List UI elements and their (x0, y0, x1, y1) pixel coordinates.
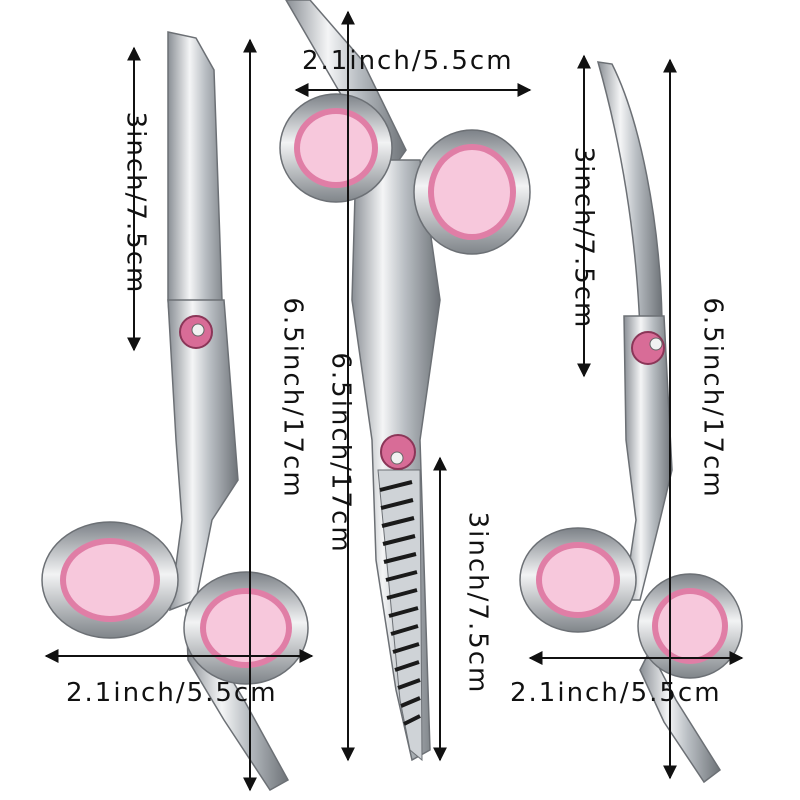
left-ring-hole-2 (206, 594, 286, 662)
right-width-label: 2.1inch/5.5cm (510, 678, 722, 708)
middle-ring-hole-2 (434, 150, 510, 234)
dimension-arrows (44, 10, 744, 792)
middle-blade-length-label: 3inch/7.5cm (462, 511, 493, 695)
left-width-label: 2.1inch/5.5cm (66, 678, 278, 708)
straight-scissors (41, 31, 309, 791)
middle-ring-hole-1 (300, 114, 372, 182)
left-blade-length-label: 3inch/7.5cm (120, 111, 151, 295)
thinning-shears (279, 0, 531, 762)
right-ring-hole-1 (542, 548, 614, 612)
middle-top-width-label: 2.1inch/5.5cm (302, 46, 514, 76)
middle-total-length-label: 6.5inch/17cm (325, 352, 356, 554)
thinning-teeth (379, 480, 421, 726)
right-blade (596, 61, 663, 332)
right-ring-hole-2 (658, 594, 722, 658)
right-total-length-label: 6.5inch/17cm (697, 297, 728, 499)
left-total-length-label: 6.5inch/17cm (277, 297, 308, 499)
left-ring-hole-1 (66, 544, 154, 616)
right-blade-length-label: 3inch/7.5cm (568, 146, 599, 330)
